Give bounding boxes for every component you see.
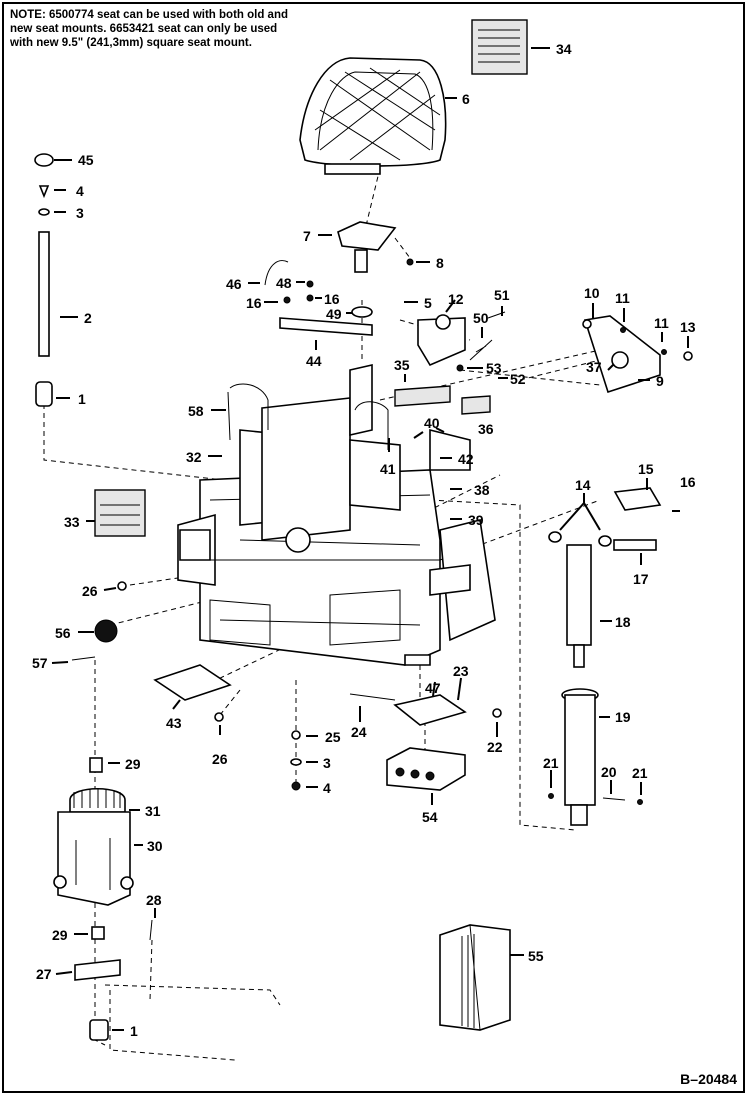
callout-48: 48: [276, 275, 292, 291]
callout-40: 40: [424, 415, 440, 431]
callout-26: 26: [82, 583, 98, 599]
callout-16: 16: [246, 295, 262, 311]
center-hardware: [290, 730, 302, 791]
callout-11b: 11: [654, 315, 669, 331]
callout-45: 45: [78, 152, 94, 168]
swivel-assembly: [53, 757, 153, 1041]
control-box: [386, 747, 466, 791]
callout-29: 29: [125, 756, 141, 772]
support-tube: [548, 688, 643, 826]
plate-43: [153, 664, 232, 701]
callout-49: 49: [326, 306, 342, 322]
callout-39: 39: [468, 512, 484, 528]
callout-29b: 29: [52, 927, 68, 943]
drawing-number: B–20484: [680, 1071, 737, 1087]
note-text: 6500774 seat can be used with both old a…: [10, 9, 288, 49]
callout-25: 25: [325, 729, 341, 745]
callout-54: 54: [422, 809, 438, 825]
callout-30: 30: [147, 838, 163, 854]
callout-42: 42: [458, 451, 474, 467]
component-box-55: [439, 924, 511, 1031]
callout-44: 44: [306, 353, 322, 369]
right-lever-bracket: [582, 315, 693, 394]
callout-19: 19: [615, 709, 631, 725]
callout-52: 52: [510, 371, 526, 387]
plate-47: [349, 693, 502, 726]
callout-55: 55: [528, 948, 544, 964]
callout-31: 31: [145, 803, 161, 819]
note-prefix: NOTE:: [10, 9, 46, 21]
callout-26b: 26: [212, 751, 228, 767]
decal-34: [471, 19, 528, 75]
lever-bracket: [417, 311, 506, 372]
callout-53: 53: [486, 360, 502, 376]
callout-17: 17: [633, 571, 649, 587]
callout-5: 5: [424, 295, 432, 311]
callout-58: 58: [188, 403, 204, 419]
floor-grates: [394, 385, 491, 415]
callout-27: 27: [36, 966, 52, 982]
callout-33: 33: [64, 514, 80, 530]
callout-35: 35: [394, 357, 410, 373]
callout-6: 6: [462, 91, 470, 107]
callout-11: 11: [615, 290, 630, 306]
callout-16b: 16: [324, 291, 340, 307]
callout-16c: 16: [680, 474, 696, 490]
callout-3: 3: [76, 205, 84, 221]
callout-18: 18: [615, 614, 631, 630]
decal-33: [94, 489, 146, 537]
callout-1b: 1: [130, 1023, 138, 1039]
callout-23: 23: [453, 663, 469, 679]
callout-20: 20: [601, 764, 617, 780]
seat-compatibility-note: NOTE: 6500774 seat can be used with both…: [10, 8, 300, 50]
callout-22: 22: [487, 739, 503, 755]
callout-8: 8: [436, 255, 444, 271]
callout-4: 4: [76, 183, 84, 199]
callout-43: 43: [166, 715, 182, 731]
callout-28: 28: [146, 892, 162, 908]
grab-handle-post: [34, 153, 54, 407]
callout-7: 7: [303, 228, 311, 244]
callout-13: 13: [680, 319, 696, 335]
callout-38: 38: [474, 482, 490, 498]
callout-1: 1: [78, 391, 86, 407]
callout-47: 47: [425, 680, 441, 696]
callout-36: 36: [478, 421, 494, 437]
seat-mount: [337, 221, 414, 273]
seat: [299, 57, 447, 175]
leader-lines: [51, 47, 689, 1031]
callout-51: 51: [494, 287, 510, 303]
callout-57: 57: [32, 655, 48, 671]
callout-50: 50: [473, 310, 489, 326]
callout-9: 9: [656, 373, 664, 389]
callout-21b: 21: [632, 765, 648, 781]
callout-14: 14: [575, 477, 591, 493]
knob-and-bolt: [71, 581, 224, 722]
callout-labels: 45 4 3 2 1 34 6 7 8 46 48 16 16 49 5 12 …: [32, 41, 696, 1039]
callout-24: 24: [351, 724, 367, 740]
seat-plate: [279, 317, 373, 336]
callout-21: 21: [543, 755, 559, 771]
callout-32: 32: [186, 449, 202, 465]
lift-cylinder: [548, 487, 662, 668]
callout-46: 46: [226, 276, 242, 292]
callout-56: 56: [55, 625, 71, 641]
callout-2: 2: [84, 310, 92, 326]
callout-4b: 4: [323, 780, 331, 796]
callout-34: 34: [556, 41, 572, 57]
seat-bar-handle: [264, 260, 373, 318]
callout-41: 41: [380, 461, 396, 477]
callout-10: 10: [584, 285, 600, 301]
callout-15: 15: [638, 461, 654, 477]
callout-37: 37: [586, 359, 602, 375]
main-frame: [177, 363, 496, 666]
callout-3b: 3: [323, 755, 331, 771]
callout-12: 12: [448, 291, 464, 307]
